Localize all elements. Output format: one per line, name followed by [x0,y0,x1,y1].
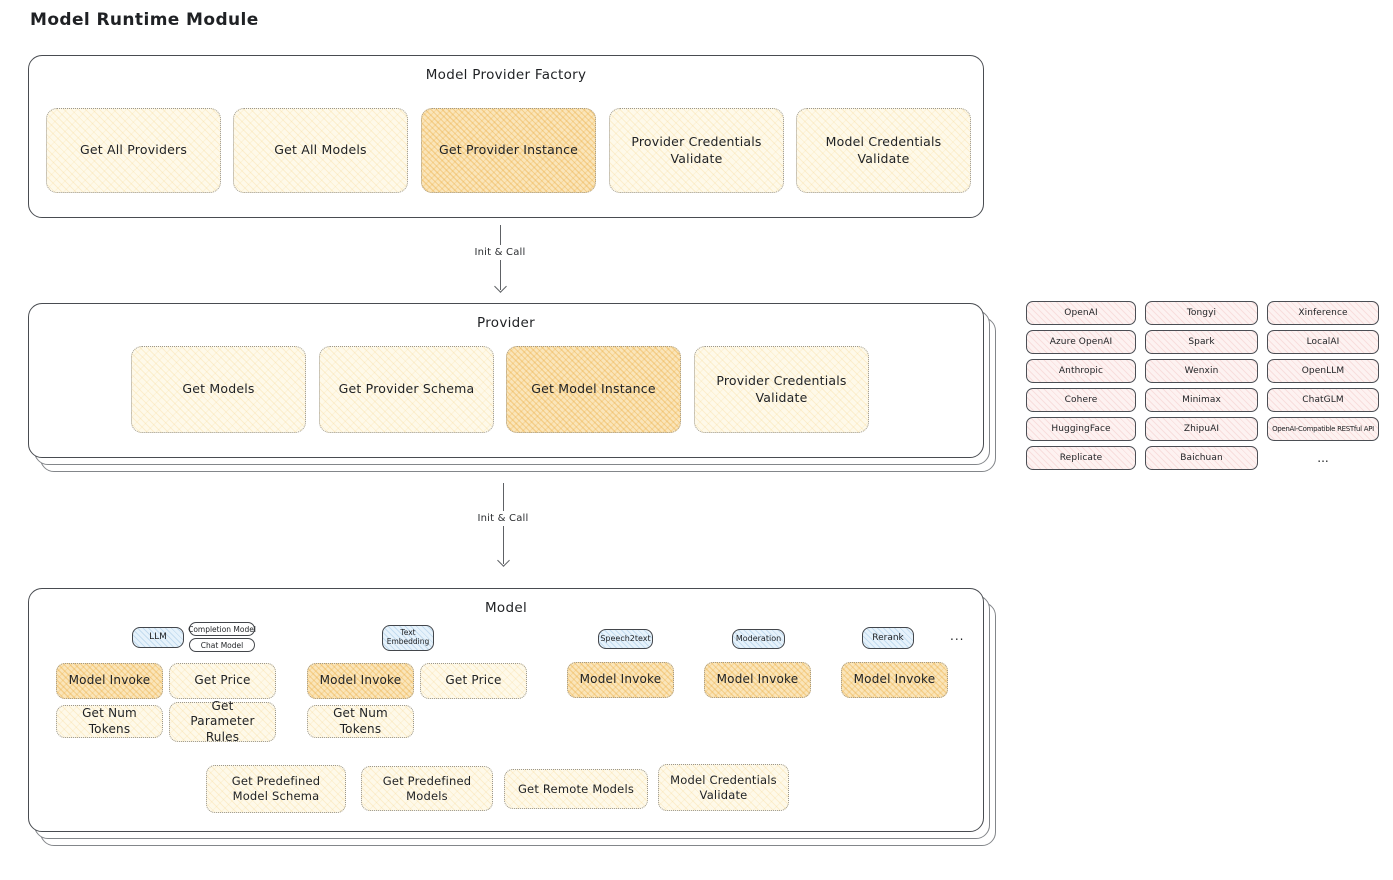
arrow-line [502,526,504,564]
model-provider-factory-box: Model Provider Factory Get All Providers… [28,55,984,218]
provider-pill: Replicate [1026,446,1136,470]
llm-model-invoke-node: Model Invoke [56,663,163,699]
provider-credentials-validate-node: Provider Credentials Validate [694,346,869,433]
tab-speech2text: Speech2text [598,629,653,649]
provider-pill: OpenLLM [1267,359,1379,383]
provider-pill: OpenAI-Compatible RESTful API [1267,417,1379,441]
provider-title: Provider [477,315,535,331]
provider-pill: Cohere [1026,388,1136,412]
get-predefined-model-schema-node: Get Predefined Model Schema [206,765,346,813]
provider-list-ellipsis: ... [1317,451,1329,465]
provider-list: OpenAI Tongyi Xinference Azure OpenAI Sp… [1026,301,1379,470]
arrow-label: Init & Call [474,247,526,258]
model-title: Model [484,600,528,616]
provider-pill: Tongyi [1145,301,1258,325]
text-embedding-model-invoke-node: Model Invoke [307,663,414,699]
arrow-label: Init & Call [477,513,529,524]
get-all-models-node: Get All Models [233,108,408,193]
get-model-instance-node: Get Model Instance [506,346,681,433]
moderation-model-invoke-node: Model Invoke [704,662,811,698]
provider-pill: Baichuan [1145,446,1258,470]
get-provider-schema-node: Get Provider Schema [319,346,494,433]
provider-pill: Xinference [1267,301,1379,325]
provider-pill: ChatGLM [1267,388,1379,412]
get-provider-instance-node: Get Provider Instance [421,108,596,193]
tabs-ellipsis: ... [950,629,965,643]
provider-pill: Azure OpenAI [1026,330,1136,354]
speech2text-model-invoke-node: Model Invoke [567,662,674,698]
model-credentials-validate-node: Model Credentials Validate [796,108,971,193]
arrow-line [499,225,501,245]
arrow-line [499,260,501,290]
provider-pill: Anthropic [1026,359,1136,383]
page-title: Model Runtime Module [30,10,259,30]
tab-moderation: Moderation [732,629,785,649]
provider-pill: Minimax [1145,388,1258,412]
provider-pill: HuggingFace [1026,417,1136,441]
provider-pill: ZhipuAI [1145,417,1258,441]
rerank-model-invoke-node: Model Invoke [841,662,948,698]
model-credentials-validate-node: Model Credentials Validate [658,764,789,811]
provider-box: Provider Get Models Get Provider Schema … [28,303,984,458]
model-box: Model LLM Completion Model Chat Model Te… [28,588,984,832]
get-models-node: Get Models [131,346,306,433]
factory-title: Model Provider Factory [425,67,587,83]
tab-llm: LLM [132,627,184,648]
tab-text-embedding: Text Embedding [382,625,434,651]
text-embedding-get-num-tokens-node: Get Num Tokens [307,705,414,738]
tab-chat-model: Chat Model [189,638,255,652]
arrowhead-down-icon [496,554,510,567]
llm-get-parameter-rules-node: Get Parameter Rules [169,699,276,744]
provider-pill: LocalAI [1267,330,1379,354]
get-predefined-models-node: Get Predefined Models [361,766,493,811]
arrow-factory-to-provider: Init & Call [460,225,540,293]
llm-get-price-node: Get Price [169,663,276,699]
provider-pill: Spark [1145,330,1258,354]
provider-credentials-validate-node: Provider Credentials Validate [609,108,784,193]
provider-pill: Wenxin [1145,359,1258,383]
text-embedding-get-price-node: Get Price [420,663,527,699]
get-remote-models-node: Get Remote Models [504,769,648,809]
arrow-line [502,483,504,511]
provider-pill: OpenAI [1026,301,1136,325]
tab-rerank: Rerank [862,627,914,649]
tab-completion-model: Completion Model [188,622,256,636]
get-all-providers-node: Get All Providers [46,108,221,193]
arrowhead-down-icon [493,280,507,293]
arrow-provider-to-model: Init & Call [463,483,543,567]
llm-get-num-tokens-node: Get Num Tokens [56,705,163,738]
